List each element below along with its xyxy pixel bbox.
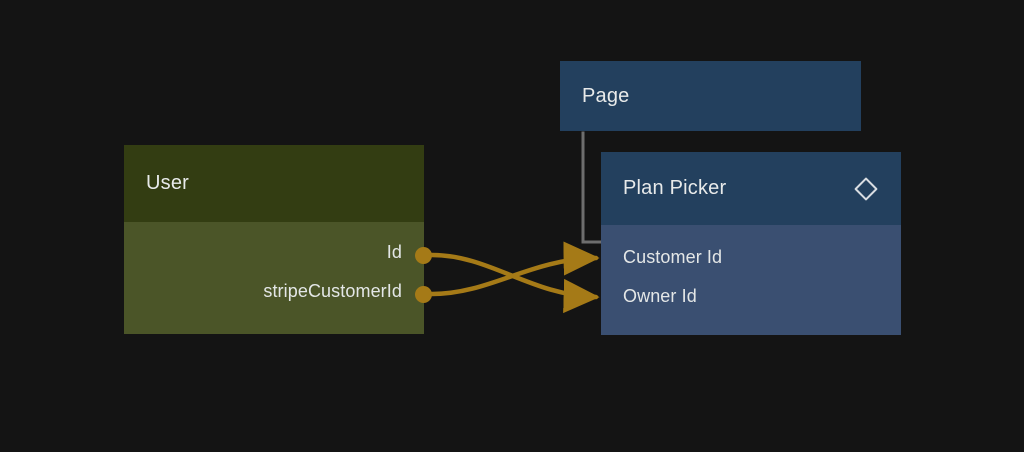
node-plan-picker[interactable]: Plan Picker Customer Id Owner Id [601,152,901,335]
node-user-header[interactable]: User [124,145,424,222]
node-user-body: Id stripeCustomerId [124,222,424,334]
node-user[interactable]: User Id stripeCustomerId [124,145,424,334]
field-plan-picker-owner-id[interactable]: Owner Id [623,286,697,306]
node-user-title: User [146,172,190,194]
edge-user-stripecustomerid-to-customer-id [429,241,600,297]
field-user-stripecustomerid[interactable]: stripeCustomerId [263,281,402,301]
node-page[interactable]: Page [560,61,861,131]
node-plan-picker-body: Customer Id Owner Id [601,225,901,335]
node-plan-picker-title: Plan Picker [623,177,727,199]
edge-user-id-to-owner-id [429,252,600,314]
node-plan-picker-header[interactable]: Plan Picker [601,152,901,225]
node-page-title: Page [582,84,630,107]
field-user-id[interactable]: Id [386,242,402,262]
port-user-stripecustomerid[interactable] [415,286,432,303]
diamond-icon[interactable] [853,176,879,202]
node-page-header[interactable]: Page [560,61,861,131]
field-plan-picker-customer-id[interactable]: Customer Id [623,247,723,267]
edge-page-to-plan-picker [581,131,603,244]
port-user-id[interactable] [415,247,432,264]
